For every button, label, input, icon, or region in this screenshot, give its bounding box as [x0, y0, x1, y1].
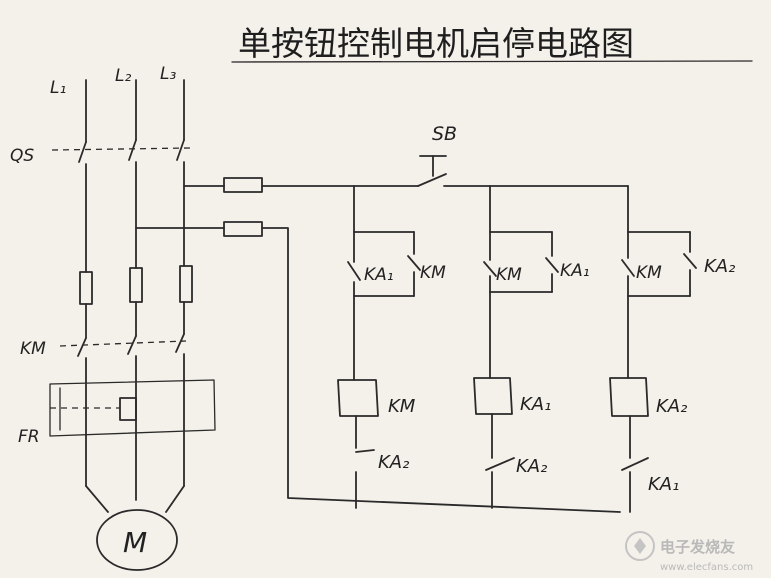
branch-3-coil: [609, 377, 649, 417]
branch-1-coil: [337, 379, 379, 417]
label-km-main: KM: [20, 339, 46, 359]
label-l1: L₁: [50, 78, 66, 98]
branch-2-contact-b-label: KA₁: [560, 261, 590, 281]
branch-3-lower-label: KA₁: [648, 474, 679, 495]
label-l3: L₃: [160, 64, 176, 84]
control-fuse-top: [183, 177, 419, 193]
label-fr: FR: [18, 427, 40, 447]
watermark-text: 电子发烧友: [660, 538, 735, 556]
branch-3-contact-a-label: KM: [636, 263, 662, 283]
qs-linkage: [51, 147, 191, 151]
branch-3: [609, 185, 697, 513]
branch-1: [337, 185, 421, 509]
branch-2-coil-label: KA₁: [520, 394, 551, 415]
main-line-l2: [127, 79, 143, 501]
motor-label: M: [123, 526, 147, 559]
fr-thermal-element: [49, 379, 216, 437]
main-line-l1: [77, 79, 109, 513]
branch-2-coil: [473, 377, 513, 415]
control-fuse-bottom: [135, 221, 621, 513]
motor-symbol: [96, 509, 178, 571]
branch-2: [473, 185, 559, 509]
branch-1-lower-label: KA₂: [378, 452, 409, 473]
label-sb: SB: [432, 123, 457, 145]
watermark: 电子发烧友 www.elecfans.com: [625, 531, 753, 573]
main-line-l3: [165, 79, 193, 513]
branch-1-contact-a-label: KA₁: [364, 265, 394, 285]
branch-1-contact-b-label: KM: [420, 263, 446, 283]
label-l2: L₂: [115, 66, 131, 86]
branch-3-coil-label: KA₂: [656, 396, 687, 417]
diagram-title: 单按钮控制电机启停电路图: [238, 24, 634, 63]
branch-2-contact-a-label: KM: [496, 265, 522, 285]
branch-3-contact-b-label: KA₂: [704, 256, 735, 277]
watermark-url: www.elecfans.com: [660, 562, 753, 573]
title-underline: [231, 60, 753, 63]
branch-2-lower-label: KA₂: [516, 456, 547, 477]
watermark-bolt-icon: [634, 538, 646, 554]
km-main-linkage: [59, 340, 187, 347]
label-qs: QS: [10, 146, 34, 166]
watermark-logo-icon: [625, 531, 655, 561]
branch-1-coil-label: KM: [388, 396, 416, 417]
sb-push-button[interactable]: [417, 155, 629, 187]
